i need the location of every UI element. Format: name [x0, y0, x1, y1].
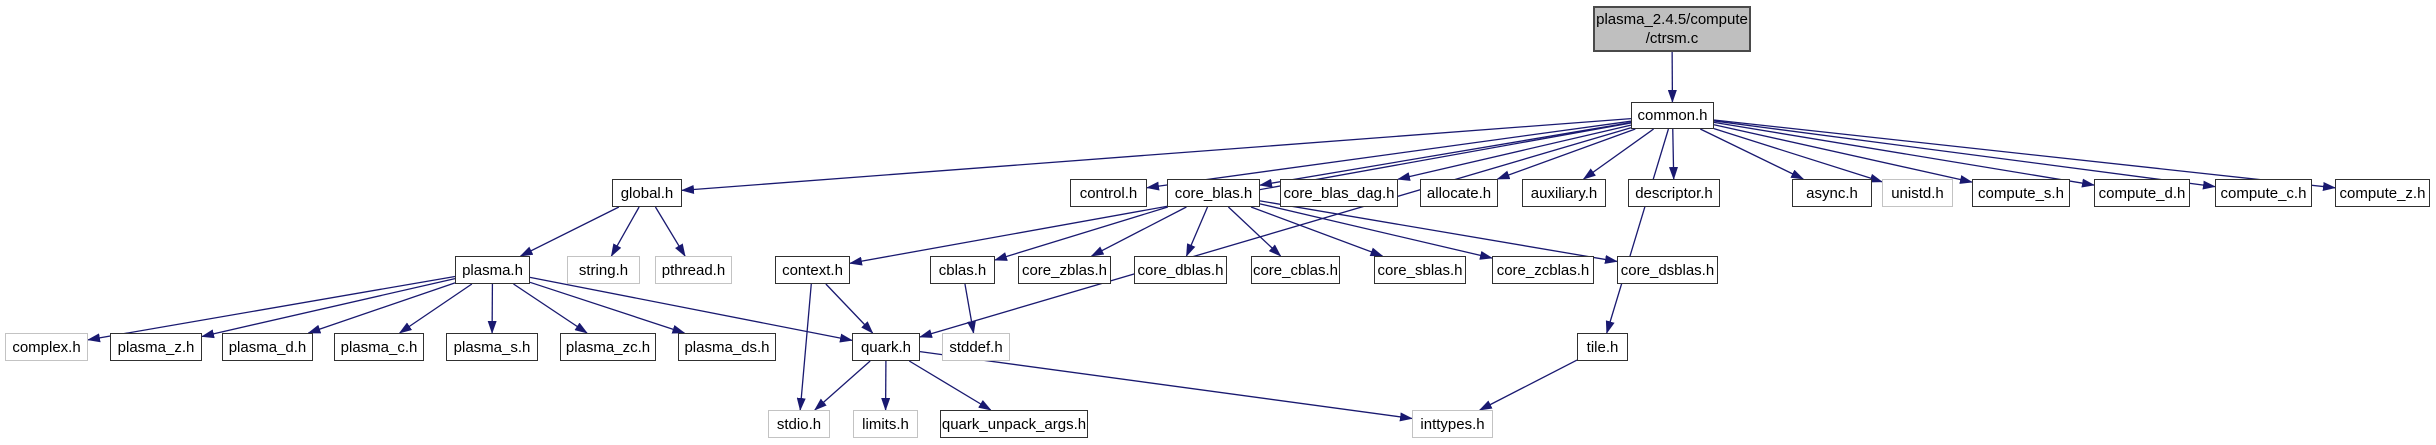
edge-plasma-h-to-plasma-z-h	[201, 277, 456, 339]
edge-common-h-to-tile-h	[1605, 128, 1670, 334]
edge-common-h-to-core-blas-h	[1259, 121, 1632, 188]
node-plasma-z-h[interactable]: plasma_z.h	[110, 333, 202, 361]
edge-plasma-h-to-plasma-zc-h	[513, 283, 588, 334]
node-compute-z-h[interactable]: compute_z.h	[2335, 179, 2430, 207]
edge-common-h-to-unistd-h	[1713, 128, 1883, 183]
edge-context-h-to-quark-h	[825, 283, 874, 334]
node-auxiliary-h[interactable]: auxiliary.h	[1522, 179, 1606, 207]
node-descriptor-h[interactable]: descriptor.h	[1628, 179, 1720, 207]
node-compute-d-h[interactable]: compute_d.h	[2094, 179, 2190, 207]
edge-global-h-to-plasma-h	[519, 206, 620, 257]
node-string-h: string.h	[567, 256, 640, 284]
edge-cblas-h-to-stddef-h	[964, 283, 976, 334]
node-compute-c-h[interactable]: compute_c.h	[2215, 179, 2312, 207]
edges-group	[87, 51, 2336, 422]
node-allocate-h[interactable]: allocate.h	[1420, 179, 1498, 207]
edge-common-h-to-control-h	[1146, 120, 1632, 191]
node-control-h[interactable]: control.h	[1070, 179, 1147, 207]
node-stdio-h: stdio.h	[768, 410, 830, 438]
edge-plasma-h-to-quark-h	[529, 276, 853, 343]
edge-core-blas-h-to-cblas-h	[994, 206, 1169, 261]
node-complex-h: complex.h	[5, 333, 88, 361]
node-inttypes-h: inttypes.h	[1412, 410, 1493, 438]
edge-core-blas-h-to-core-cblas-h	[1227, 206, 1282, 257]
edge-plasma-h-to-plasma-d-h	[307, 282, 456, 334]
edge-plasma-h-to-plasma-ds-h	[529, 281, 686, 334]
edge-common-h-to-core-blas-dag-h	[1397, 124, 1632, 181]
node-core-dsblas-h[interactable]: core_dsblas.h	[1617, 256, 1718, 284]
edge-quark-h-to-quark-unpack-args-h	[908, 360, 992, 411]
edge-common-h-to-compute-s-h	[1713, 124, 1973, 184]
edge-context-h-to-stdio-h	[796, 283, 812, 411]
node-quark-h[interactable]: quark.h	[852, 333, 920, 361]
node-common-h[interactable]: common.h	[1631, 102, 1714, 129]
node-core-blas-dag-h[interactable]: core_blas_dag.h	[1280, 179, 1398, 207]
edge-common-h-to-compute-d-h	[1713, 121, 2095, 188]
edge-common-h-to-allocate-h	[1496, 128, 1636, 180]
node-plasma-zc-h[interactable]: plasma_zc.h	[560, 333, 656, 361]
node-cblas-h[interactable]: cblas.h	[930, 256, 995, 284]
edge-core-blas-h-to-core-dblas-h	[1185, 206, 1209, 257]
node-ctrsm-c: plasma_2.4.5/compute /ctrsm.c	[1593, 6, 1751, 52]
edge-common-h-to-global-h	[681, 117, 1632, 194]
edge-common-h-to-quark-h	[919, 127, 1632, 338]
edge-core-blas-h-to-core-dsblas-h	[1259, 200, 1618, 264]
node-core-zblas-h[interactable]: core_zblas.h	[1018, 256, 1111, 284]
edge-common-h-to-descriptor-h	[1668, 128, 1678, 180]
node-core-sblas-h[interactable]: core_sblas.h	[1374, 256, 1466, 284]
node-core-blas-h[interactable]: core_blas.h	[1167, 179, 1260, 207]
node-async-h[interactable]: async.h	[1792, 179, 1872, 207]
edge-plasma-h-to-complex-h	[87, 275, 456, 343]
edge-common-h-to-async-h	[1699, 128, 1805, 180]
edge-quark-h-to-inttypes-h	[919, 350, 1413, 422]
edge-global-h-to-pthread-h	[654, 206, 686, 257]
node-unistd-h: unistd.h	[1882, 179, 1953, 207]
node-plasma-d-h[interactable]: plasma_d.h	[222, 333, 313, 361]
node-plasma-c-h[interactable]: plasma_c.h	[334, 333, 424, 361]
node-core-cblas-h[interactable]: core_cblas.h	[1251, 256, 1340, 284]
node-stddef-h: stddef.h	[942, 333, 1010, 361]
edge-core-blas-h-to-core-zblas-h	[1090, 206, 1187, 257]
edge-quark-h-to-stdio-h	[814, 360, 871, 411]
node-pthread-h: pthread.h	[655, 256, 732, 284]
edge-core-blas-h-to-core-zcblas-h	[1259, 203, 1493, 260]
node-core-zcblas-h[interactable]: core_zcblas.h	[1492, 256, 1594, 284]
edge-common-h-to-compute-z-h	[1713, 119, 2336, 191]
node-global-h[interactable]: global.h	[612, 179, 682, 207]
edge-tile-h-to-inttypes-h	[1478, 359, 1578, 411]
node-quark-unpack-args-h[interactable]: quark_unpack_args.h	[940, 410, 1088, 438]
edge-common-h-to-auxiliary-h	[1582, 128, 1654, 180]
edge-global-h-to-string-h	[610, 206, 640, 257]
node-core-dblas-h[interactable]: core_dblas.h	[1134, 256, 1227, 284]
node-plasma-s-h[interactable]: plasma_s.h	[446, 333, 538, 361]
edge-common-h-to-compute-c-h	[1713, 120, 2216, 190]
edge-plasma-h-to-plasma-c-h	[398, 283, 473, 334]
node-context-h[interactable]: context.h	[775, 256, 850, 284]
node-plasma-ds-h[interactable]: plasma_ds.h	[678, 333, 776, 361]
node-tile-h[interactable]: tile.h	[1577, 333, 1628, 361]
node-plasma-h[interactable]: plasma.h	[455, 256, 530, 284]
node-compute-s-h[interactable]: compute_s.h	[1972, 179, 2070, 207]
edge-core-blas-h-to-core-sblas-h	[1250, 206, 1384, 257]
node-limits-h: limits.h	[853, 410, 918, 438]
